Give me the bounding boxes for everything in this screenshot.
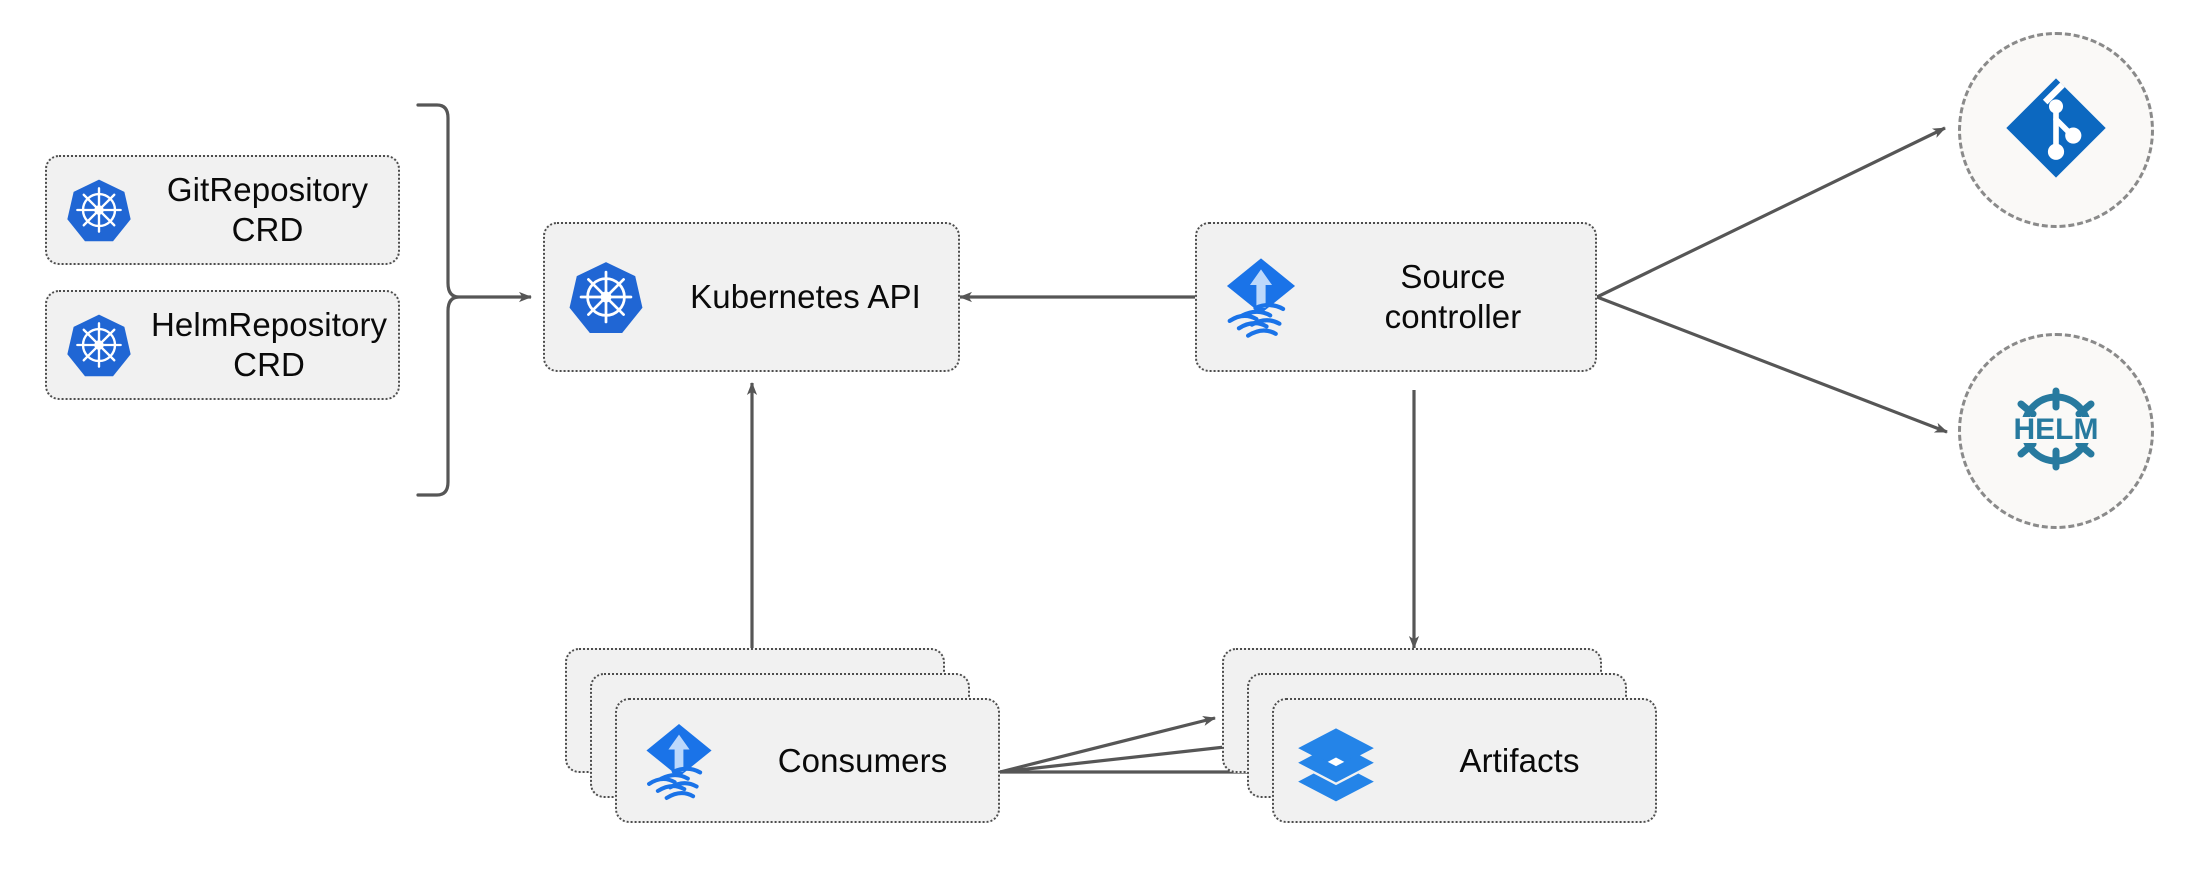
kubernetes-icon bbox=[47, 312, 151, 378]
node-label: Artifacts bbox=[1459, 741, 1580, 779]
edge-consumers-to-artifacts-1 bbox=[999, 715, 1216, 774]
flux-icon bbox=[617, 717, 741, 805]
crd-group-brace bbox=[416, 103, 460, 497]
git-icon bbox=[2002, 74, 2110, 187]
endpoint-git-provider[interactable] bbox=[1958, 32, 2154, 228]
helm-wordmark: HELM bbox=[2014, 413, 2099, 446]
edge-source-controller-to-git bbox=[1596, 126, 1946, 299]
node-label: GitRepository CRD bbox=[166, 171, 369, 248]
edge-source-controller-to-helm bbox=[1596, 295, 1948, 434]
node-helm-repository-crd[interactable]: HelmRepository CRD bbox=[45, 290, 400, 400]
node-consumers[interactable]: Consumers bbox=[615, 698, 1000, 823]
node-label: HelmRepository CRD bbox=[151, 306, 388, 383]
node-label: Kubernetes API bbox=[690, 278, 921, 316]
layers-icon bbox=[1274, 718, 1398, 804]
node-git-repository-crd[interactable]: GitRepository CRD bbox=[45, 155, 400, 265]
node-kubernetes-api[interactable]: Kubernetes API bbox=[543, 222, 960, 372]
helm-icon: HELM bbox=[1996, 369, 2116, 494]
flux-icon bbox=[1197, 251, 1325, 343]
node-source-controller[interactable]: Source controller bbox=[1195, 222, 1597, 372]
endpoint-helm-provider[interactable]: HELM bbox=[1958, 333, 2154, 529]
node-artifacts[interactable]: Artifacts bbox=[1272, 698, 1657, 823]
kubernetes-icon bbox=[47, 177, 151, 243]
edge-consumers-to-artifacts-2 bbox=[999, 741, 1244, 774]
kubernetes-icon bbox=[545, 259, 667, 335]
node-label: Consumers bbox=[777, 741, 948, 779]
node-label: Source controller bbox=[1384, 258, 1522, 335]
